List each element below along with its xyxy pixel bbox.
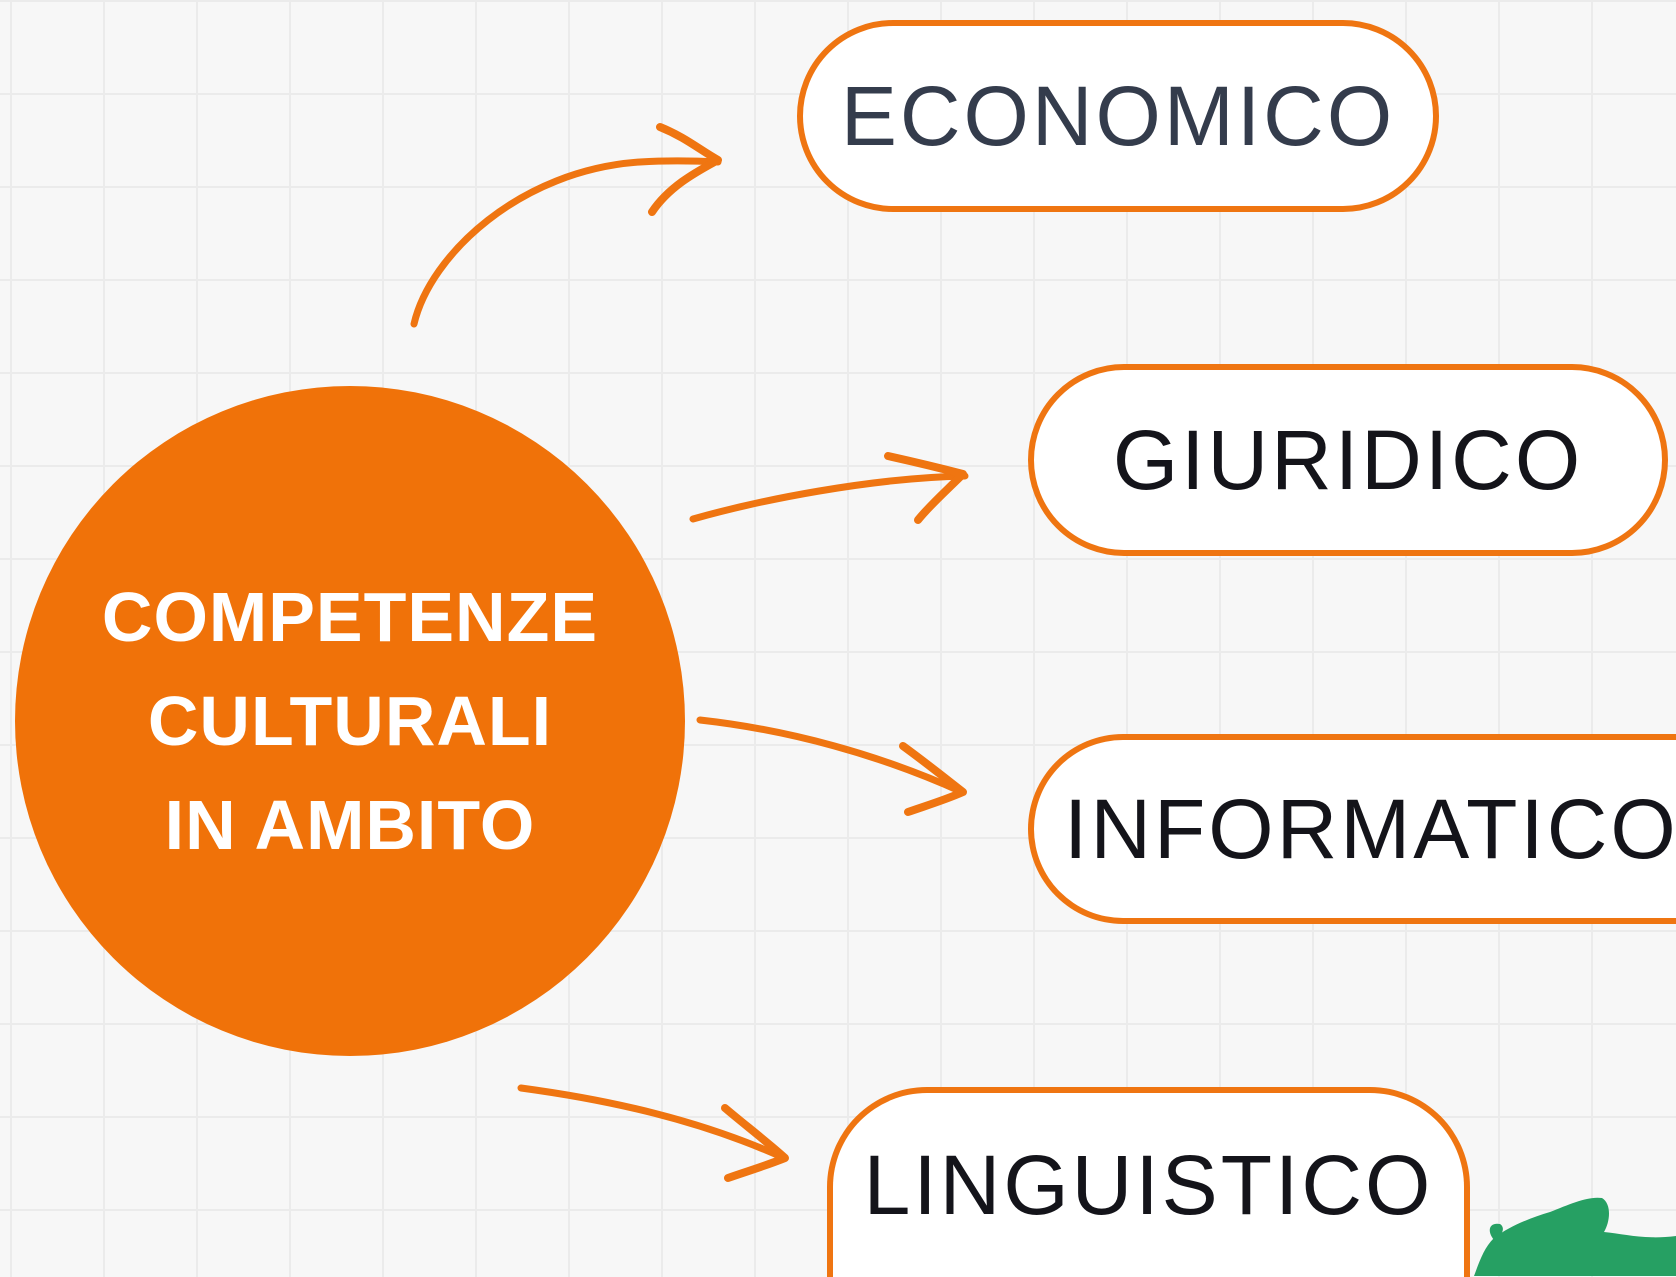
branch-node-giuridico: GIURIDICO — [1028, 364, 1668, 556]
branch-label-giuridico: GIURIDICO — [1112, 412, 1584, 507]
green-plant-decoration — [1474, 1197, 1676, 1276]
arrow-to-informatico-icon — [696, 716, 967, 816]
arrow-to-linguistico-icon — [517, 1084, 789, 1182]
central-topic-line-1: COMPETENZE — [101, 578, 599, 656]
branch-node-informatico: INFORMATICO — [1028, 734, 1676, 924]
central-topic-line-2: CULTURALI — [147, 682, 553, 760]
branch-node-economico: ECONOMICO — [797, 20, 1439, 212]
central-topic-circle: COMPETENZE CULTURALI IN AMBITO — [15, 386, 685, 1056]
branch-label-economico: ECONOMICO — [840, 68, 1396, 163]
central-topic-line-3: IN AMBITO — [164, 786, 536, 864]
arrow-to-economico-icon — [410, 123, 722, 328]
branch-label-linguistico: LINGUISTICO — [863, 1137, 1434, 1232]
branch-node-linguistico: LINGUISTICO — [827, 1087, 1470, 1277]
arrow-to-giuridico-icon — [689, 452, 969, 524]
branch-label-informatico: INFORMATICO — [1064, 781, 1676, 876]
